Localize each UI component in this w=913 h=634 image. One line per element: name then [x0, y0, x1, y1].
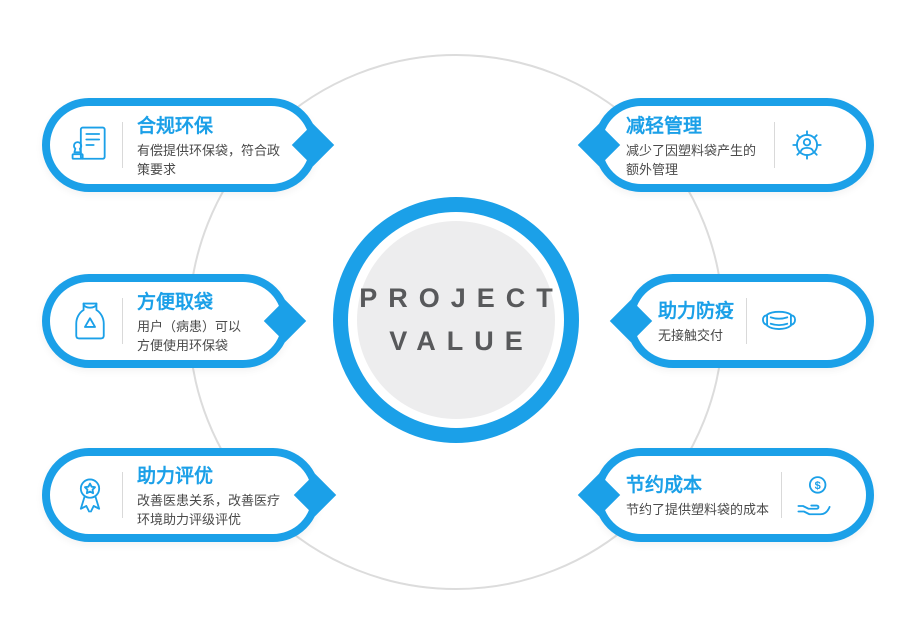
- card-evaluation: 助力评优 改善医患关系，改善医疗环境助力评级评优: [42, 448, 320, 542]
- card-title: 助力防疫: [658, 301, 735, 323]
- center-circle: PROJECT VALUE: [333, 197, 579, 443]
- recycle-bag-icon: [58, 299, 122, 343]
- card-title: 减轻管理: [626, 115, 703, 137]
- card-divider: [122, 472, 123, 518]
- money-hand-icon: $: [782, 473, 846, 517]
- card-epidemic: 助力防疫 无接触交付: [626, 274, 874, 368]
- card-divider: [746, 298, 748, 344]
- card-divider: [122, 298, 123, 344]
- card-title: 合规环保: [137, 115, 214, 137]
- card-desc: 改善医患关系，改善医疗环境助力评级评优: [137, 492, 281, 527]
- card-bag-access: 方便取袋 用户（病患）可以方便使用环保袋: [42, 274, 290, 368]
- card-divider: [122, 122, 123, 168]
- card-desc: 用户（病患）可以方便使用环保袋: [137, 318, 242, 353]
- card-title: 节约成本: [626, 475, 703, 497]
- card-divider: [774, 122, 775, 168]
- card-cost: 节约成本 节约了提供塑料袋的成本 $: [594, 448, 874, 542]
- card-desc: 减少了因塑料袋产生的额外管理: [626, 142, 757, 177]
- gear-user-icon: [775, 123, 839, 167]
- card-desc: 节约了提供塑料袋的成本: [626, 502, 770, 518]
- center-circle-inner: PROJECT VALUE: [357, 221, 555, 419]
- card-title: 助力评优: [137, 465, 214, 487]
- center-title-line2: VALUE: [389, 326, 534, 356]
- face-mask-icon: [747, 299, 811, 343]
- award-medal-icon: [58, 473, 122, 517]
- center-title-line1: PROJECT: [359, 283, 564, 313]
- card-title: 方便取袋: [137, 291, 214, 313]
- card-divider: [781, 472, 783, 518]
- card-compliance: 合规环保 有偿提供环保袋，符合政策要求: [42, 98, 318, 192]
- card-desc: 无接触交付: [658, 328, 724, 344]
- center-circle-white-ring: PROJECT VALUE: [348, 212, 564, 428]
- card-desc: 有偿提供环保袋，符合政策要求: [137, 142, 281, 177]
- stamp-document-icon: [58, 123, 122, 167]
- card-management: 减轻管理 减少了因塑料袋产生的额外管理: [594, 98, 874, 192]
- svg-text:$: $: [815, 480, 821, 492]
